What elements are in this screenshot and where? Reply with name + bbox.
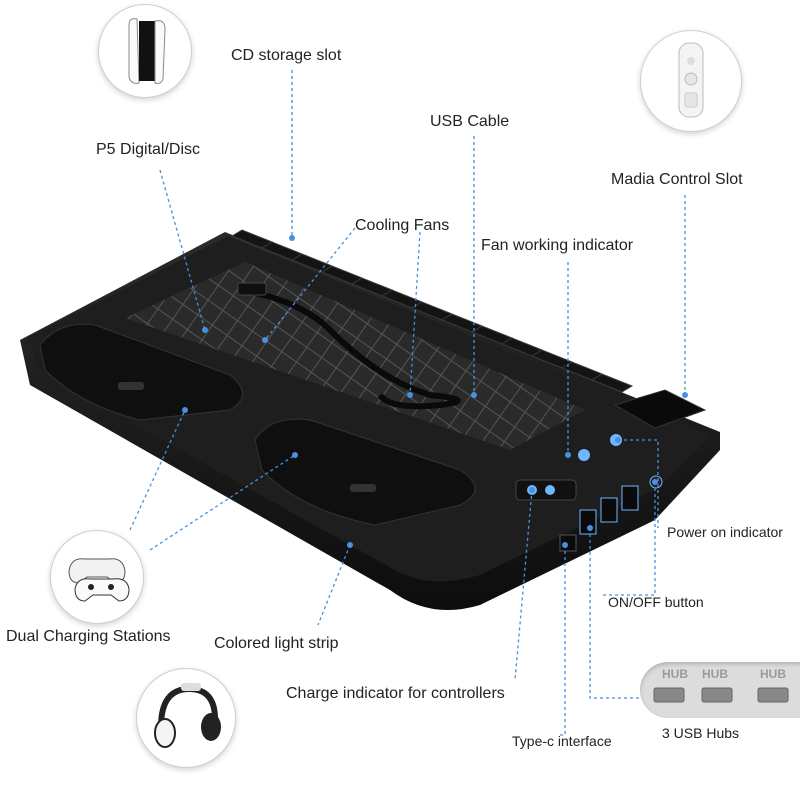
label-colored-light-strip: Colored light strip bbox=[214, 635, 339, 652]
label-power-on-indicator: Power on indicator bbox=[667, 524, 783, 540]
label-cooling-fans: Cooling Fans bbox=[355, 217, 450, 234]
indicator-panel bbox=[515, 434, 622, 501]
label-type-c-interface: Type-c interface bbox=[512, 733, 612, 749]
usb-plug bbox=[237, 282, 267, 296]
label-charge-indicator: Charge indicator for controllers bbox=[286, 685, 505, 702]
front-ports bbox=[559, 475, 663, 552]
cradle-left bbox=[39, 323, 243, 421]
storage-fins bbox=[230, 229, 634, 393]
leader-lines bbox=[129, 70, 686, 736]
label-fan-working-indicator: Fan working indicator bbox=[481, 237, 634, 254]
hub-mark: HUB bbox=[702, 667, 728, 681]
label-3-usb-hubs: 3 USB Hubs bbox=[662, 725, 740, 741]
cradle-right bbox=[254, 418, 476, 526]
media-slot bbox=[613, 389, 707, 429]
label-usb-cable: USB Cable bbox=[430, 113, 510, 130]
remote-icon bbox=[640, 30, 742, 132]
usb-hub-icon: HUB HUB HUB bbox=[640, 662, 800, 718]
label-dual-charging-stations: Dual Charging Stations bbox=[6, 628, 171, 645]
label-cd-storage-slot: CD storage slot bbox=[231, 47, 342, 64]
label-madia-control-slot: Madia Control Slot bbox=[611, 171, 743, 188]
hub-mark: HUB bbox=[760, 667, 786, 681]
controllers-icon bbox=[50, 530, 144, 624]
headset-icon bbox=[136, 668, 236, 768]
label-on-off-button: ON/OFF button bbox=[608, 594, 704, 610]
hub-mark: HUB bbox=[662, 667, 688, 681]
label-p5-digital-disc: P5 Digital/Disc bbox=[96, 141, 201, 158]
usb-cable bbox=[239, 287, 461, 410]
console-icon bbox=[98, 4, 192, 98]
